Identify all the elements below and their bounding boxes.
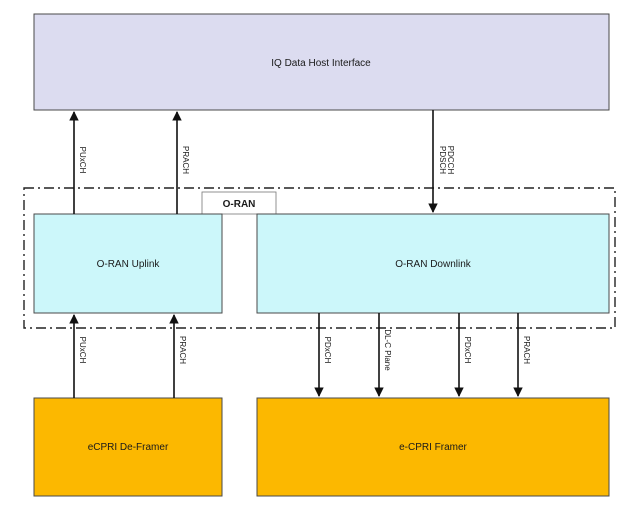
edge-label-downlink-to-framer-pdxch-1: PDxCH (323, 337, 332, 364)
oran-downlink-box (256, 213, 610, 314)
edge-label-uplink-to-host-prach: PRACH (181, 146, 190, 174)
edge-label-downlink-to-framer-pdxch-2: PDxCH (463, 337, 472, 364)
ecpri-deframer-label: eCPRI De-Framer (88, 442, 169, 453)
oran-group-label: O-RAN (223, 199, 256, 210)
iq-data-host-interface-label: IQ Data Host Interface (271, 58, 371, 69)
edge-label-downlink-to-framer-dl-c-plane: DL-C Plane (383, 329, 392, 371)
edge-label-deframer-to-uplink-puxch: PUxCH (78, 337, 87, 364)
oran-downlink-label: O-RAN Downlink (395, 259, 472, 270)
edge-label-uplink-to-host-puxch: PUxCH (78, 147, 87, 174)
oran-uplink-box (33, 213, 223, 314)
ecpri-framer-box (256, 397, 610, 497)
ecpri-framer-label: e-CPRI Framer (399, 442, 467, 453)
iq-data-host-interface-box (33, 13, 610, 111)
oran-uplink-label: O-RAN Uplink (97, 259, 161, 270)
edge-label-host-to-downlink-pdcch: PDCCH (446, 146, 455, 175)
edge-label-deframer-to-uplink-prach: PRACH (178, 336, 187, 364)
ecpri-deframer-box (33, 397, 223, 497)
edge-label-host-to-downlink-pdsch: PDSCH (438, 146, 447, 174)
oran-group-label-box (201, 191, 277, 215)
edge-label-downlink-to-framer-prach: PRACH (522, 336, 531, 364)
